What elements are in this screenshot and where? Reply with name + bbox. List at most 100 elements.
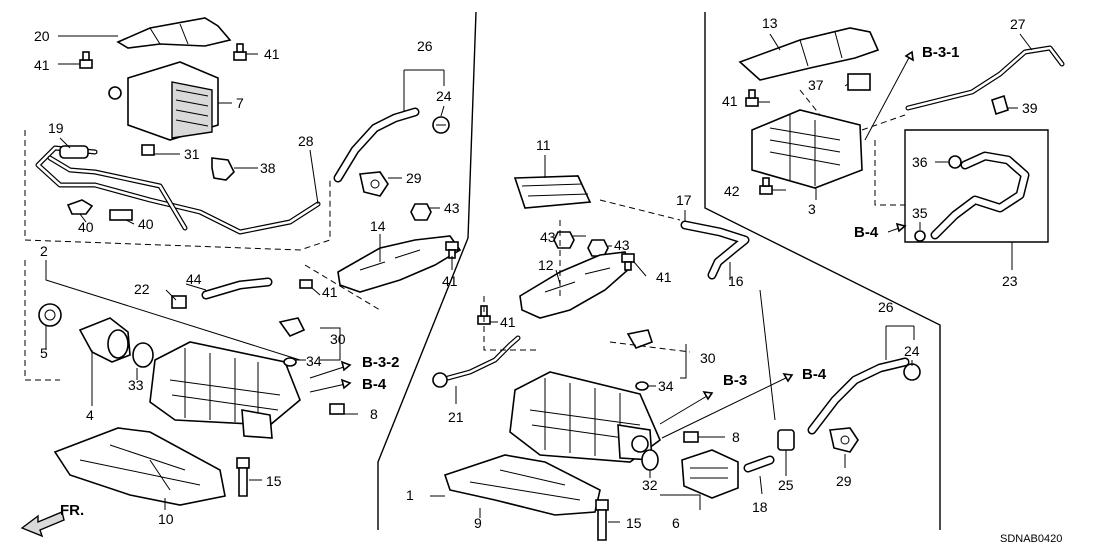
hose-26-left [333,107,420,183]
bracket-37 [847,73,871,91]
front-direction-arrow: FR. [20,502,84,538]
callout-18: 18 [752,499,768,515]
callout-1: 1 [406,487,414,503]
callout-14: 14 [370,218,386,234]
bolt-41-top [233,43,247,61]
clamp-35 [914,230,926,242]
callout-5: 5 [40,345,48,361]
leader-lines [45,33,1033,523]
clamp-38 [211,157,235,181]
callout-27: 27 [1010,16,1026,32]
callout-6: 6 [672,515,680,531]
clip-8-left [329,403,345,415]
section-divider-middle [377,11,477,530]
ref-b-4-right: B-4 [854,224,879,241]
callout-13: 13 [762,15,778,31]
hose-17-16 [680,220,750,280]
callout-17: 17 [676,192,692,208]
group-outline-right [799,89,906,206]
callout-38: 38 [260,160,276,176]
callout-40: 40 [78,219,94,235]
callout-41: 41 [656,269,672,285]
canister-middle [509,371,661,463]
pipe-27 [905,45,1065,111]
callout-16: 16 [728,273,744,289]
clip-39 [991,94,1009,116]
callout-30: 30 [330,331,346,347]
gasket-34-left [283,357,297,367]
callout-29: 29 [836,473,852,489]
drawing-code: SDNAB0420 [1000,533,1062,545]
bolt-42 [759,177,773,195]
callout-41: 41 [500,314,516,330]
plate-14 [337,235,462,293]
hose-21 [432,335,521,388]
group-outline-left-upper [24,130,331,251]
callout-33: 33 [128,377,144,393]
callout-26: 26 [417,38,433,54]
bracket-13 [738,27,880,81]
ref-b-3-1: B-3-1 [922,44,960,61]
ref-b-4-mid: B-4 [802,366,827,383]
grommet-5 [38,303,62,327]
callout-2: 2 [40,243,48,259]
callout-43: 43 [444,200,460,216]
filler-neck-4 [78,317,131,400]
bolt-41-right [745,89,759,107]
callout-19: 19 [48,120,64,136]
callout-23: 23 [1002,273,1018,289]
ref-b-3: B-3 [723,372,747,389]
hose-26-right [807,357,910,435]
canister-left [149,341,301,439]
sensor-30-mid [626,329,654,349]
callout-44: 44 [186,271,202,287]
nut-43-mid-a [553,231,575,249]
callout-43: 43 [614,237,630,253]
callout-43: 43 [540,229,556,245]
callout-8: 8 [732,429,740,445]
callout-41: 41 [34,57,50,73]
callout-36: 36 [912,154,928,170]
callout-37: 37 [808,77,824,93]
hose-44 [201,277,273,300]
bolt-15-left [236,457,250,497]
callout-7: 7 [236,95,244,111]
callout-41: 41 [322,284,338,300]
ref-b-4-left: B-4 [362,376,387,393]
callout-9: 9 [474,515,482,531]
hose-end-24-left [432,116,450,134]
callout-30: 30 [700,350,716,366]
section-divider-right [704,12,941,530]
callout-42: 42 [724,183,740,199]
clamp-36 [948,155,962,169]
bolt-41-near-14 [299,279,313,289]
callout-41: 41 [264,46,280,62]
bracket-29-left [359,171,389,197]
gasket-34-mid [635,381,649,391]
callout-10: 10 [158,511,174,527]
callout-26: 26 [878,299,894,315]
bolt-15-mid [595,499,609,541]
callout-39: 39 [1022,100,1038,116]
callout-3: 3 [808,201,816,217]
reference-arrows [309,50,914,439]
callout-41: 41 [442,273,458,289]
skid-plate-10 [53,427,226,506]
callout-28: 28 [298,133,314,149]
clip-8-mid [683,431,699,443]
reference-labels: B-3-1 B-3-2 B-4 B-3 B-4 B-4 [362,44,960,393]
skid-plate-9 [443,454,601,516]
front-direction-label: FR. [60,502,84,519]
joint-25 [759,289,795,451]
plate-12 [519,251,631,319]
bracket-20 [116,17,232,49]
callout-34: 34 [658,378,674,394]
oring-32 [641,449,659,471]
callout-25: 25 [778,477,794,493]
callout-8: 8 [370,406,378,422]
bracket-29-right [829,427,859,453]
sensor-30-left [278,317,306,337]
clip-31 [141,144,155,156]
evap-tube-19-28 [35,145,321,235]
